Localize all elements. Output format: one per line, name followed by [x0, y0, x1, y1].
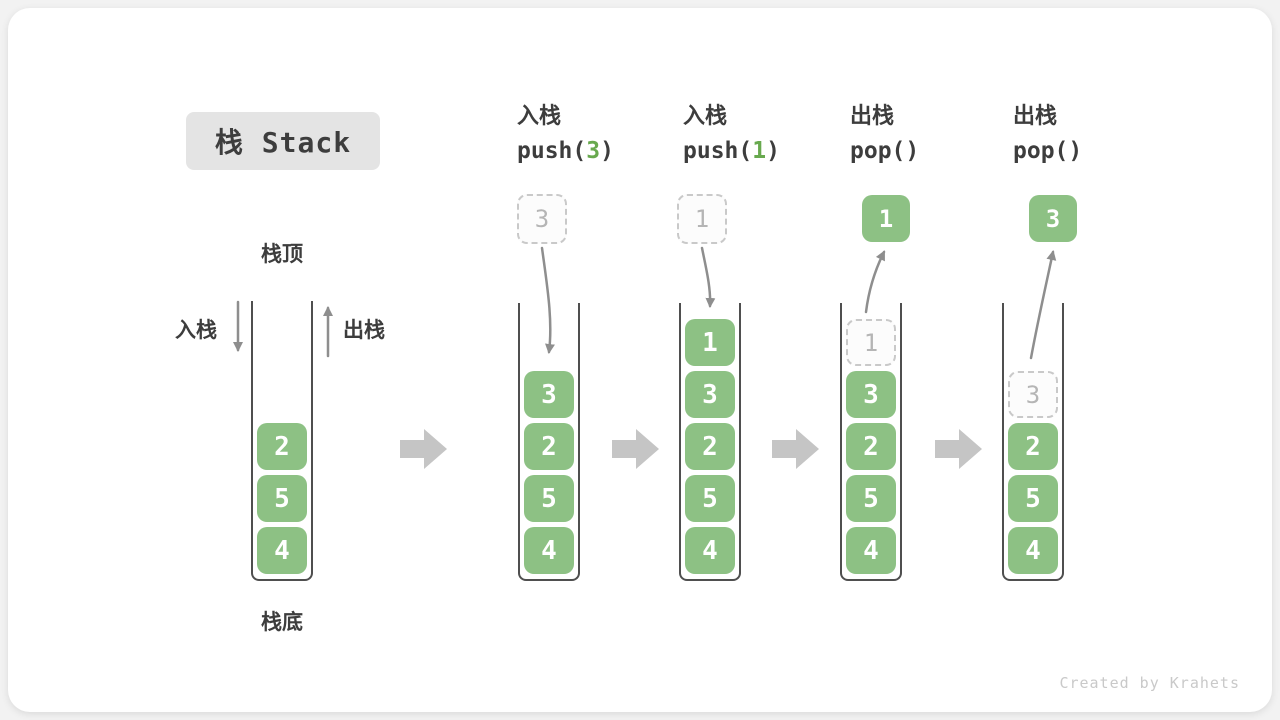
stack-cell: 2 — [1008, 423, 1058, 470]
op-code: push(1) — [683, 140, 863, 163]
stack-cell: 5 — [1008, 475, 1058, 522]
stack-cell-removed: 3 — [1008, 371, 1058, 418]
op-label: 入栈 — [517, 104, 562, 129]
stack-cell: 2 — [524, 423, 574, 470]
stack-cell: 2 — [685, 423, 735, 470]
op-header-push-1: 入栈 push(1) — [683, 106, 863, 163]
stack-after-push-3: 3 2 5 4 — [518, 303, 580, 581]
stack-cell: 5 — [257, 475, 307, 522]
code-arg: 1 — [752, 138, 767, 164]
stack-after-pop-3: 3 2 5 4 — [1002, 303, 1064, 581]
code-post: ) — [905, 138, 920, 164]
stack-cell: 3 — [846, 371, 896, 418]
stack-cell: 2 — [257, 423, 307, 470]
stack-cell: 2 — [846, 423, 896, 470]
page-title: 栈 Stack — [186, 112, 380, 170]
watermark: Created by Krahets — [1059, 674, 1240, 692]
stack-cell: 4 — [846, 527, 896, 574]
incoming-element-box: 3 — [517, 194, 567, 244]
stack-cell: 1 — [685, 319, 735, 366]
op-label: 入栈 — [683, 104, 728, 129]
code-post: ) — [1068, 138, 1083, 164]
stack-cell: 4 — [1008, 527, 1058, 574]
stack-cell-removed: 1 — [846, 319, 896, 366]
popped-element-box: 1 — [862, 195, 910, 242]
stack-cell: 3 — [524, 371, 574, 418]
pop-direction-label: 出栈 — [343, 318, 385, 342]
op-code: pop() — [850, 140, 1030, 163]
op-label: 出栈 — [850, 104, 895, 129]
stack-after-push-1: 1 3 2 5 4 — [679, 303, 741, 581]
stack-cell: 4 — [257, 527, 307, 574]
stack-bottom-label: 栈底 — [261, 610, 303, 634]
stack-cell: 5 — [846, 475, 896, 522]
op-header-pop-1: 出栈 pop() — [850, 106, 1030, 163]
incoming-element-box: 1 — [677, 194, 727, 244]
stack-cell: 4 — [524, 527, 574, 574]
stack-cell: 5 — [685, 475, 735, 522]
stack-cell: 4 — [685, 527, 735, 574]
stack-cell: 5 — [524, 475, 574, 522]
code-pre: push( — [517, 138, 587, 164]
push-direction-label: 入栈 — [175, 318, 217, 342]
stack-cell: 3 — [685, 371, 735, 418]
code-pre: pop( — [850, 138, 906, 164]
code-arg: 3 — [586, 138, 601, 164]
op-code: pop() — [1013, 140, 1193, 163]
op-code: push(3) — [517, 140, 697, 163]
code-pre: push( — [683, 138, 753, 164]
op-label: 出栈 — [1013, 104, 1058, 129]
code-pre: pop( — [1013, 138, 1069, 164]
stack-top-label: 栈顶 — [261, 242, 303, 266]
code-post: ) — [766, 138, 780, 164]
code-post: ) — [600, 138, 614, 164]
op-header-pop-3: 出栈 pop() — [1013, 106, 1193, 163]
popped-element-box: 3 — [1029, 195, 1077, 242]
stack-after-pop-1: 1 3 2 5 4 — [840, 303, 902, 581]
op-header-push-3: 入栈 push(3) — [517, 106, 697, 163]
stack-initial: 2 5 4 — [251, 301, 313, 581]
